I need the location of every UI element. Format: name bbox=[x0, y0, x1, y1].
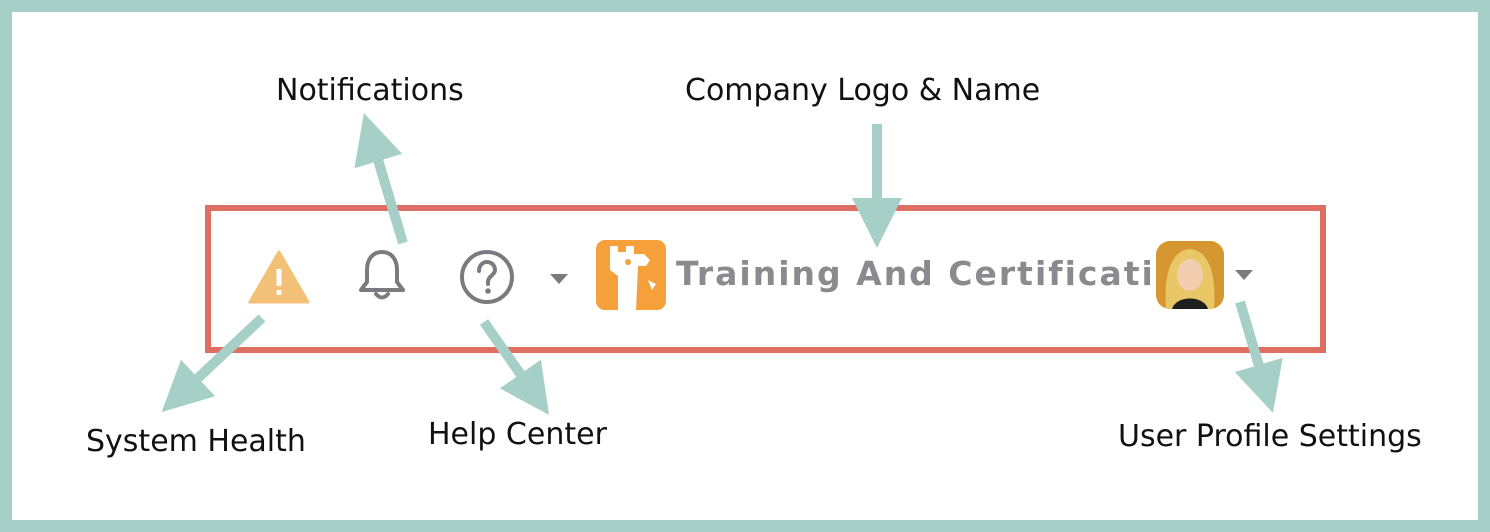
profile-caret-down-icon[interactable] bbox=[1234, 268, 1254, 280]
bell-icon[interactable] bbox=[356, 248, 408, 304]
system-health-callout: System Health bbox=[86, 424, 306, 459]
company-name[interactable]: Training And Certification bbox=[676, 254, 1206, 293]
user-avatar[interactable] bbox=[1156, 241, 1224, 309]
user-profile-callout: User Profile Settings bbox=[1118, 419, 1422, 454]
company-callout: Company Logo & Name bbox=[685, 73, 1041, 108]
help-caret-down-icon[interactable] bbox=[549, 272, 569, 284]
help-center-callout: Help Center bbox=[428, 417, 607, 452]
notifications-callout: Notifications bbox=[276, 73, 464, 108]
help-circle-icon[interactable] bbox=[458, 248, 516, 306]
warning-triangle-icon[interactable] bbox=[248, 250, 310, 304]
giraffe-logo-icon bbox=[596, 240, 666, 310]
